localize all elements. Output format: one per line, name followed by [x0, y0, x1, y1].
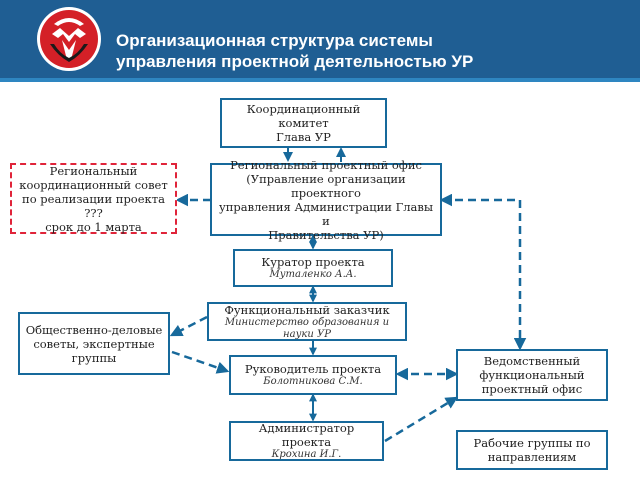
header-bar	[0, 0, 640, 78]
arrow-customer-public	[169, 315, 208, 337]
arrow-admin-departmental	[384, 396, 459, 443]
arrow-office-departmental	[439, 193, 527, 351]
title-line-2: управления проектной деятельностью УР	[116, 52, 474, 71]
working-groups-box: Рабочие группы по направлениям	[456, 430, 608, 470]
udmurt-coat-of-arms-icon	[37, 7, 101, 71]
functional-customer-box: Функциональный заказчик Министерство обр…	[207, 302, 407, 341]
project-curator-box: Куратор проекта Муталенко А.А.	[233, 249, 393, 287]
title-line-1: Организационная структура системы	[116, 31, 433, 50]
regional-council-box: Региональный координационный совет по ре…	[10, 163, 177, 234]
page-title: Организационная структура системы управл…	[116, 30, 626, 72]
regional-project-office-box: Региональный проектный офис (Управление …	[210, 158, 442, 242]
departmental-project-office-box: Ведомственный функциональный проектный о…	[456, 349, 608, 401]
coordination-committee-box: Координационный комитет Глава УР	[220, 98, 387, 148]
header-underline	[0, 78, 640, 82]
public-councils-box: Общественно-деловые советы, экспертные г…	[18, 312, 170, 375]
arrow-public-manager	[171, 350, 230, 374]
project-manager-box: Руководитель проекта Болотникова С.М.	[229, 355, 397, 395]
project-administrator-box: Администратор проекта Крохина И.Г.	[229, 421, 384, 461]
